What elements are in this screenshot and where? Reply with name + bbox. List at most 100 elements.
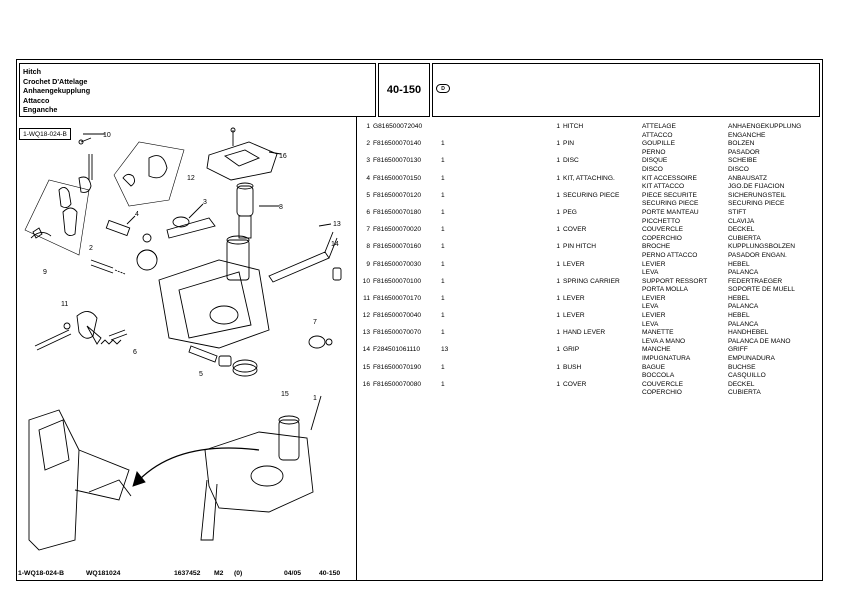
- part-name-fr-it: PORTA MOLLA: [642, 286, 688, 294]
- callout-9: 9: [43, 269, 47, 276]
- part-code: [373, 252, 441, 261]
- part-name-de-es: BOLZEN: [728, 140, 755, 148]
- part-position: 5: [366, 191, 370, 199]
- part-name-de-es: SICHERUNGSTEIL: [728, 191, 786, 199]
- part-code: F816500070190: [373, 363, 422, 371]
- part-unit-quantity: 1: [556, 294, 560, 302]
- part-name-de-es: ANHAENGEKUPPLUNG: [728, 123, 802, 130]
- part-quantity: [441, 123, 555, 132]
- part-description: LEVER: [563, 294, 585, 302]
- footer-page: 40-150: [319, 570, 341, 577]
- part-code: F816500070140: [373, 140, 422, 148]
- footer-model: WQ181024: [86, 570, 121, 577]
- part-quantity: 1: [441, 329, 445, 337]
- part-quantity: [441, 183, 555, 192]
- part-position: 16: [362, 380, 370, 388]
- part-code: F816500070030: [373, 260, 422, 268]
- part-quantity: [441, 389, 555, 398]
- part-unit-quantity: [555, 355, 563, 364]
- part-unit-quantity: [555, 269, 563, 278]
- column-divider: [356, 117, 358, 581]
- part-position: 12: [362, 312, 370, 320]
- part-name-de-es: STIFT: [728, 208, 747, 216]
- part-quantity: 1: [441, 226, 445, 234]
- part-quantity: [441, 269, 555, 278]
- part-quantity: [441, 286, 555, 295]
- part-description: [563, 149, 642, 158]
- footer-mark: M2: [214, 570, 224, 577]
- part-name-de-es: ANBAUSATZ: [728, 174, 768, 182]
- part-name-fr-it: MANCHE: [642, 346, 671, 354]
- part-unit-quantity: 1: [556, 329, 560, 337]
- part-quantity: [441, 200, 555, 209]
- part-code: F816500070150: [373, 174, 422, 182]
- part-code: F816500070100: [373, 277, 422, 285]
- part-name-fr-it: PIECE SECURITE: [642, 191, 697, 199]
- callout-12: 12: [187, 175, 195, 182]
- part-position: [360, 149, 373, 158]
- part-code: [373, 218, 441, 227]
- part-description: HITCH: [563, 123, 584, 130]
- part-position: 6: [366, 208, 370, 216]
- part-position: 4: [366, 174, 370, 182]
- part-name-fr-it: SECURING PIECE: [642, 200, 699, 208]
- part-name-fr-it: ATTELAGE: [642, 123, 676, 130]
- part-name-de-es: SECURING PIECE: [728, 200, 785, 208]
- part-quantity: [441, 372, 555, 381]
- part-quantity: 1: [441, 174, 445, 182]
- part-name-de-es: HEBEL: [728, 312, 750, 320]
- part-name-de-es: CLAVIJA: [728, 217, 755, 225]
- title-line-fr: Crochet D'Attelage: [23, 76, 88, 86]
- part-unit-quantity: 1: [556, 346, 560, 354]
- part-description: HAND LEVER: [563, 329, 606, 337]
- callout-13: 13: [333, 221, 341, 228]
- part-position: 8: [366, 243, 370, 251]
- part-name-fr-it: KIT ACCESSOIRE: [642, 174, 697, 182]
- page-frame: [16, 59, 823, 581]
- part-quantity: 1: [441, 243, 445, 251]
- part-name-de-es: CUBIERTA: [728, 389, 761, 397]
- part-name-de-es: SCHEIBE: [728, 157, 757, 165]
- part-quantity: [441, 303, 555, 312]
- part-quantity: 13: [441, 346, 449, 354]
- part-unit-quantity: 1: [556, 174, 560, 182]
- part-name-fr-it: PORTE MANTEAU: [642, 208, 699, 216]
- callout-10: 10: [103, 132, 111, 139]
- part-name-fr-it: KIT ATTACCO: [642, 183, 685, 191]
- part-unit-quantity: 1: [556, 191, 560, 199]
- part-quantity: 1: [441, 312, 445, 320]
- part-description: LEVER: [563, 260, 585, 268]
- part-name-fr-it: COPERCHIO: [642, 234, 682, 242]
- part-position: [360, 389, 373, 398]
- part-position: 2: [366, 140, 370, 148]
- part-unit-quantity: 1: [556, 363, 560, 371]
- part-name-de-es: PALANCA: [728, 269, 759, 277]
- part-description: [563, 269, 642, 278]
- callout-8: 8: [279, 204, 283, 211]
- part-position: 11: [363, 294, 370, 302]
- part-position: [360, 132, 373, 141]
- part-name-fr-it: SUPPORT RESSORT: [642, 277, 708, 285]
- footer-rev: (0): [234, 570, 243, 577]
- part-code: F816500070080: [373, 380, 422, 388]
- part-quantity: 1: [441, 277, 445, 285]
- part-description: [563, 235, 642, 244]
- part-description: SPRING CARRIER: [563, 277, 620, 285]
- part-name-de-es: PALANCA: [728, 303, 759, 311]
- part-unit-quantity: [555, 303, 563, 312]
- language-badge: D: [436, 84, 450, 93]
- part-name-de-es: PASADOR: [728, 148, 760, 156]
